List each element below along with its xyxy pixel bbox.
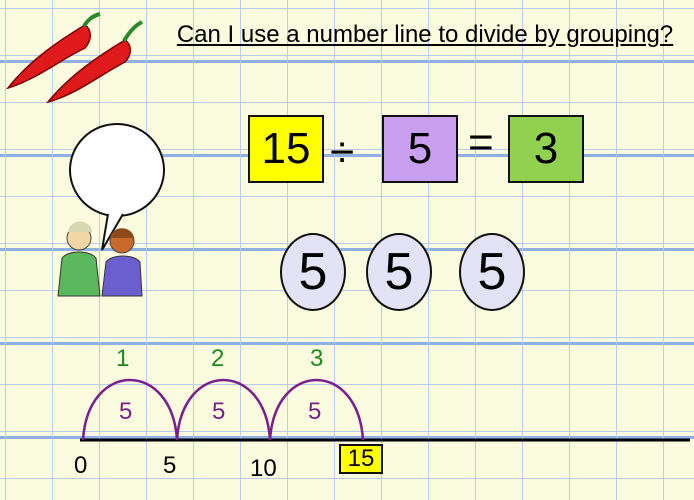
tick-label: 0 xyxy=(74,452,88,479)
jump-size: 5 xyxy=(308,398,322,425)
quotient-box: 3 xyxy=(508,115,584,183)
speech-bubble-icon xyxy=(69,123,165,251)
jump-size: 5 xyxy=(119,398,133,425)
equals-symbol: = xyxy=(468,118,494,167)
group-circle: 5 xyxy=(280,233,346,311)
thinking-people-icon xyxy=(57,221,143,297)
dividend-box: 15 xyxy=(248,115,324,183)
jump-count: 3 xyxy=(310,345,324,372)
page-title: Can I use a number line to divide by gro… xyxy=(176,21,674,48)
jump-arc xyxy=(175,378,272,441)
tick-label-highlight: 15 xyxy=(339,444,383,474)
divisor-box: 5 xyxy=(382,115,458,183)
chili-peppers-icon xyxy=(5,12,143,104)
group-circle: 5 xyxy=(459,233,525,311)
jump-arc xyxy=(81,378,179,441)
jump-arc xyxy=(268,378,365,441)
tick-label: 5 xyxy=(163,452,177,479)
group-circle: 5 xyxy=(366,233,432,311)
jump-count: 2 xyxy=(211,345,225,372)
jump-size: 5 xyxy=(212,398,226,425)
jump-count: 1 xyxy=(116,345,130,372)
divide-symbol: ÷ xyxy=(330,128,355,177)
tick-label: 10 xyxy=(250,455,277,482)
